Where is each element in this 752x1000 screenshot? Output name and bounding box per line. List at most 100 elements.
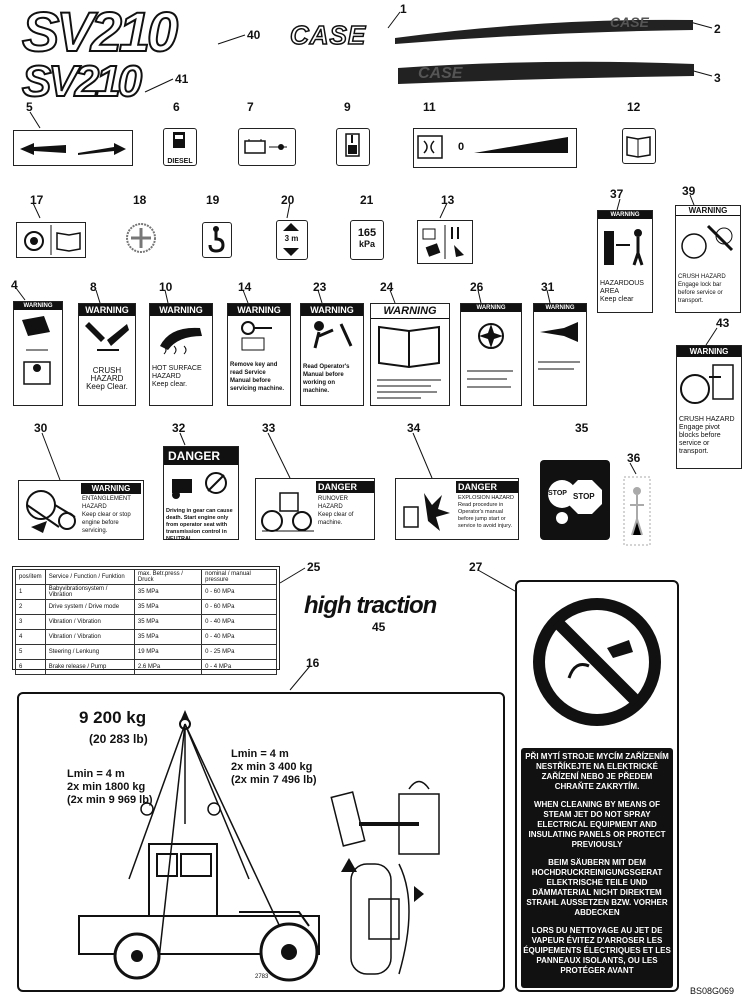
runover-gear-icon	[172, 472, 227, 499]
warning-header: WARNING	[301, 304, 363, 316]
warning-header: WARNING	[150, 304, 212, 316]
callout-2: 2	[714, 22, 721, 36]
rotating-fan-icon	[478, 323, 504, 349]
battery-icon	[244, 139, 287, 154]
decal-17-lifting-manual	[16, 222, 86, 258]
open-book-icon	[378, 325, 440, 369]
callout-35: 35	[575, 421, 589, 435]
mechanic-icon	[313, 321, 353, 349]
callout-13: 13	[441, 193, 455, 207]
table-header: max. Betr.press / Druck	[133, 569, 203, 585]
callout-26: 26	[470, 280, 484, 294]
callout-16: 16	[306, 656, 320, 670]
crush-line-2: HAZARD	[90, 374, 124, 383]
callout-6: 6	[173, 100, 180, 114]
decal-23-operators-manual: WARNING Read Operator's Manual before wo…	[300, 303, 364, 406]
callout-37: 37	[610, 187, 624, 201]
hook-icon	[208, 226, 225, 253]
pivot-block-icon	[680, 364, 734, 404]
entangle-line-3: Keep clear or stop engine before servici…	[82, 512, 131, 534]
fuel-pump-icon	[173, 132, 185, 148]
callout-8: 8	[90, 280, 97, 294]
callout-25: 25	[307, 560, 321, 574]
decal-37-hazardous-area: WARNING HAZARDOUS AREA Keep clear	[597, 210, 653, 313]
decal-34-explosion: DANGER EXPLOSION HAZARD Read procedure i…	[395, 478, 519, 540]
lift-decal-code: 2783	[255, 974, 269, 980]
callout-45: 45	[372, 620, 386, 634]
crush-line-3: Keep Clear.	[86, 382, 128, 391]
lift-left-capacity: 2x min 1800 kg	[67, 781, 146, 793]
up-down-arrow-icon	[283, 223, 299, 256]
table-header: pos/item	[15, 569, 46, 585]
lifting-point-icon	[24, 225, 81, 255]
decal-7-battery	[238, 128, 296, 166]
entangle-line-1: ENTANGLEMENT	[82, 496, 131, 502]
pressure-table: pos/item Service / Function / Funktion m…	[15, 569, 277, 675]
decal-43-crush-pivot-blocks: WARNING CRUSH HAZARD Engage pivot blocks…	[676, 345, 742, 469]
warning-header: WARNING	[228, 304, 290, 316]
decal-30-entanglement: WARNING ENTANGLEMENT HAZARD Keep clear o…	[18, 480, 144, 540]
callout-23: 23	[313, 280, 327, 294]
decal-35-stop-symbols: STOP STOP	[540, 460, 610, 540]
lift-left-length: Lmin = 4 m	[67, 768, 125, 780]
lift-left-capacity-lb: (2x min 9 969 lb)	[67, 794, 153, 806]
decal-21-tire-pressure: 165 kPa	[350, 220, 384, 260]
callout-43: 43	[716, 316, 730, 330]
sv210-large-logo: SV210	[21, 0, 179, 63]
roller-runover-icon	[261, 492, 314, 532]
decal-27-steam-jet: PŘI MYTÍ STROJE MYCÍM ZAŘÍZENÍM NESTŘÍKE…	[515, 580, 679, 992]
callout-21: 21	[360, 193, 374, 207]
decal-10-hot-surface: WARNING HOT SURFACE HAZARD Keep clear.	[149, 303, 213, 406]
warning-header: WARNING	[79, 304, 135, 316]
callout-11: 11	[423, 100, 436, 114]
lift-total-weight: 9 200 kg	[79, 708, 147, 727]
hot-line-3: Keep clear.	[152, 381, 188, 388]
explosion-line-2: Read procedure in Operator's manual befo…	[458, 502, 513, 529]
manual-book-icon	[626, 136, 651, 158]
table-header: nominal / manual pressure	[201, 569, 277, 585]
warning-header: WARNING	[14, 302, 62, 310]
callout-41: 41	[175, 72, 189, 86]
callout-1: 1	[400, 2, 407, 16]
steam-text-english: WHEN CLEANING BY MEANS OF STEAM JET DO N…	[528, 800, 666, 849]
callout-30: 30	[34, 421, 48, 435]
lifting-drawing	[78, 710, 440, 982]
warning-header: WARNING	[598, 211, 652, 219]
decal-25-pressure-table: pos/item Service / Function / Funktion m…	[12, 566, 280, 675]
lockbar-line-1: CRUSH HAZARD	[678, 274, 726, 280]
lift-right-capacity: 2x min 3 400 kg	[231, 761, 313, 773]
case-logo: CASE	[289, 19, 367, 51]
pivot-line-2: Engage pivot blocks before service or tr…	[679, 424, 721, 455]
callout-14: 14	[238, 280, 252, 294]
case-stripe-decal: CASE	[395, 14, 693, 44]
case-stripe-decal-lower: CASE	[398, 61, 694, 84]
decal-5-travel-direction	[13, 130, 133, 166]
decal-8-crush-hazard: WARNING CRUSH HAZARD Keep Clear.	[78, 303, 136, 406]
remove-key-icon	[241, 321, 272, 351]
lift-right-capacity-lb: (2x min 7 496 lb)	[231, 774, 317, 786]
callout-9: 9	[344, 100, 351, 114]
steam-text-french: LORS DU NETTOYAGE AU JET DE VAPEUR ÉVITE…	[523, 926, 671, 975]
fine-print-lines	[538, 361, 580, 370]
steam-text-czech: PŘI MYTÍ STROJE MYCÍM ZAŘÍZENÍM NESTŘÍKE…	[525, 752, 669, 791]
decal-9-hydraulic-oil	[336, 128, 370, 166]
callout-36: 36	[627, 451, 641, 465]
callout-7: 7	[247, 100, 254, 114]
clearance-text: 3 m	[284, 234, 299, 243]
pressure-unit: kPa	[358, 239, 375, 249]
callout-34: 34	[407, 421, 421, 435]
stop-label-b: STOP	[573, 492, 595, 501]
hot-line-2: HAZARD	[152, 373, 181, 380]
figure-code: BS08G069	[690, 986, 735, 996]
entangle-line-2: HAZARD	[82, 504, 107, 510]
danger-header: DANGER	[164, 447, 238, 465]
decal-6-diesel: DIESEL	[163, 128, 197, 166]
decal-13-articulation-lock	[417, 220, 473, 264]
sv210-small-logo: SV210	[21, 57, 143, 106]
decal-16-lifting-diagram: 9 200 kg (20 283 lb) Lmin = 4 m 2x min 3…	[17, 692, 505, 992]
steam-text-german: BEIM SÄUBERN MIT DEM HOCHDRUCKREINIGUNGS…	[526, 858, 668, 917]
decal-20-clearance: 3 m	[276, 220, 308, 260]
decal-36-faded-operator	[623, 476, 651, 546]
warning-header: WARNING	[534, 304, 586, 312]
callout-32: 32	[172, 421, 186, 435]
